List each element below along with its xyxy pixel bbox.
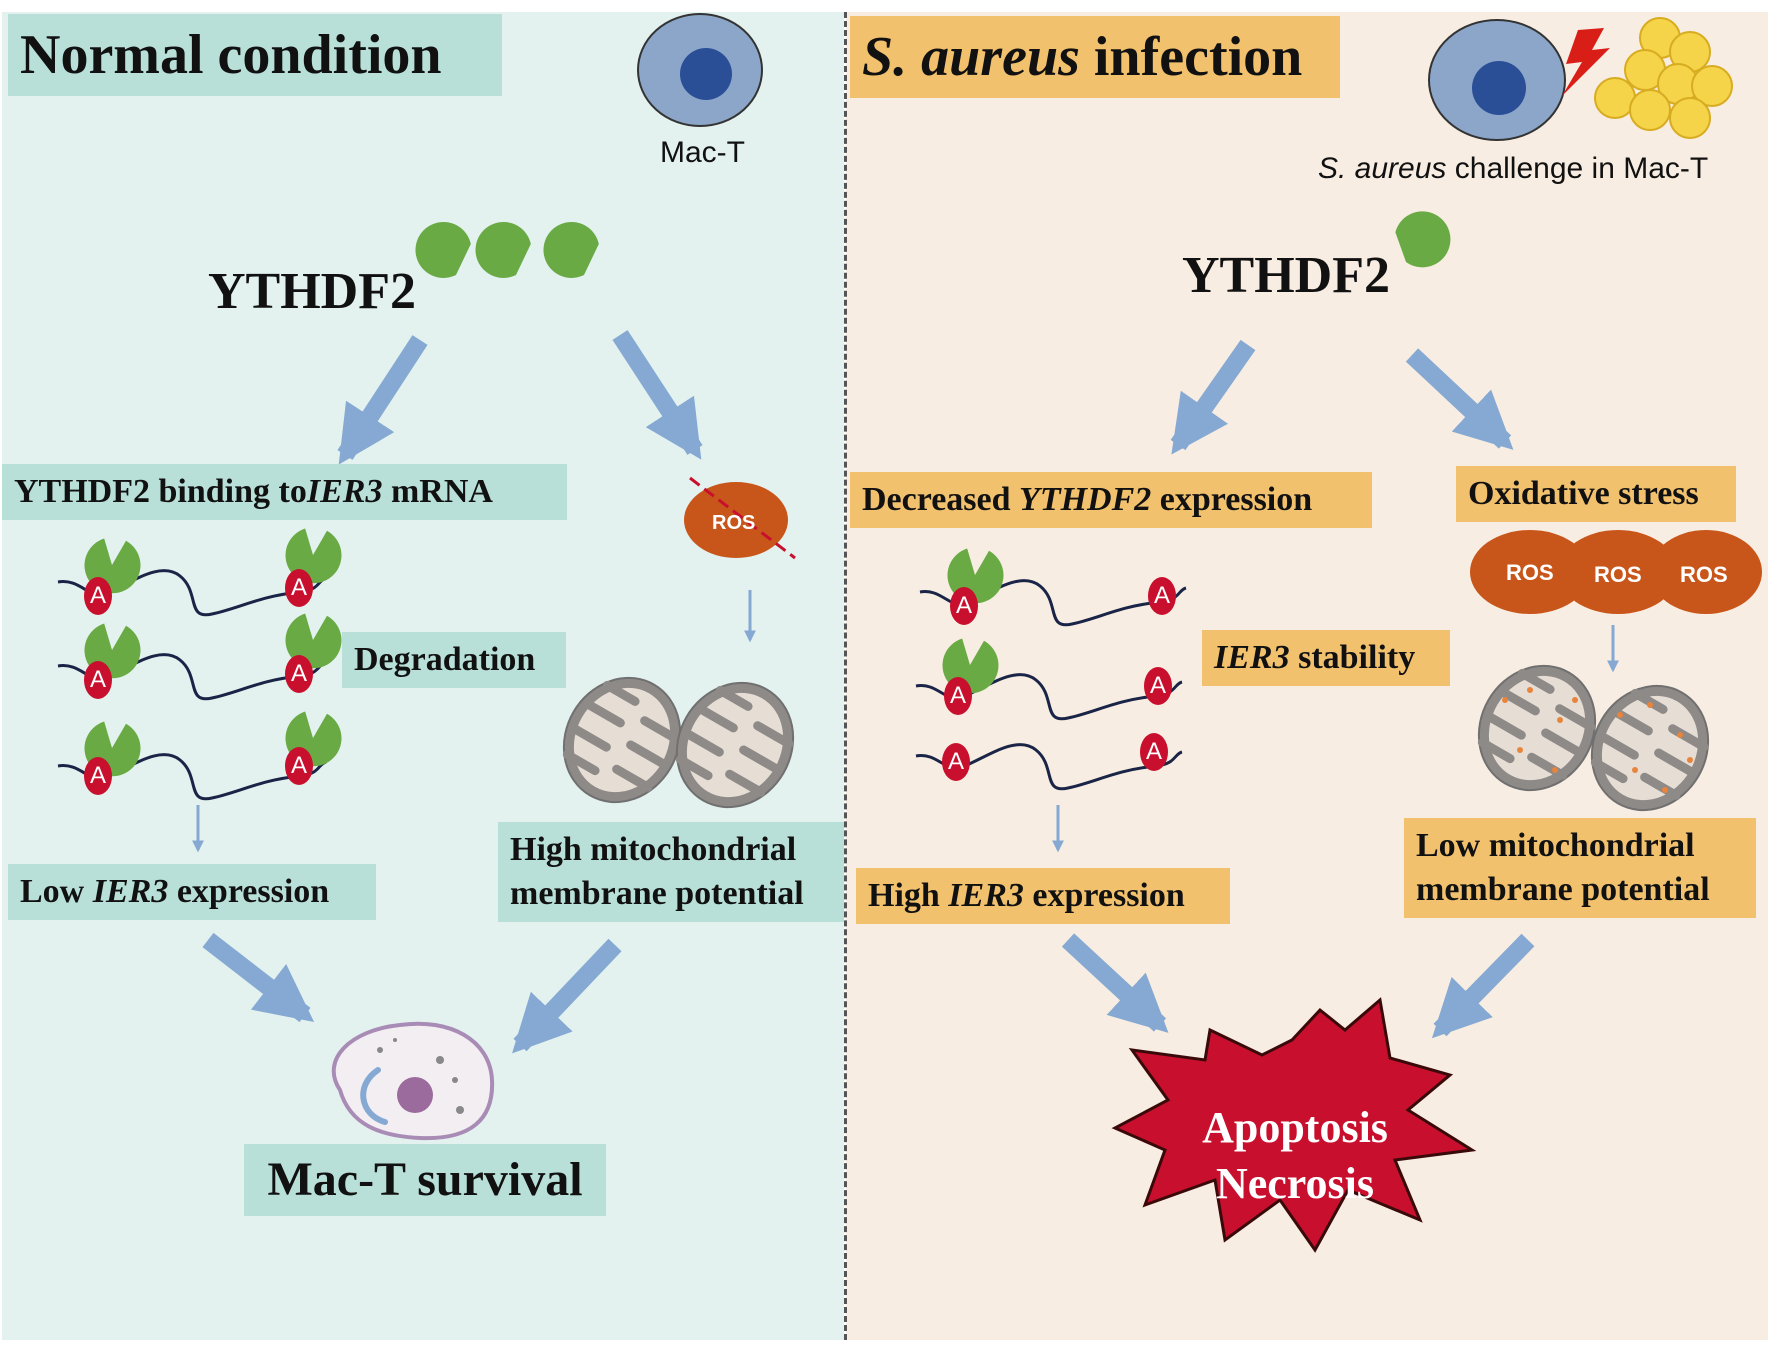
adenosine-letter: A: [290, 660, 307, 687]
mac-t-cell-icon: [637, 13, 763, 127]
low-mito-potential-label: Low mitochondrial membrane potential: [1404, 818, 1756, 918]
adenosine-letter: A: [1149, 672, 1166, 699]
decreased-pre: Decreased: [862, 481, 1020, 518]
decreased-ythdf2-label: Decreased YTHDF2 expression: [850, 472, 1372, 528]
adenosine-marks-left: [84, 569, 313, 795]
high-ier3-expression-label: High IER3 expression: [856, 868, 1230, 924]
adenosine-letter: A: [290, 574, 307, 601]
infection-title: S. aureus infection: [850, 16, 1340, 98]
left-arrows: [192, 330, 756, 1054]
necrosis-text: Necrosis: [1215, 1159, 1375, 1208]
ythdf2-label-right: YTHDF2: [1182, 247, 1390, 304]
panel-divider: [844, 12, 847, 1340]
adenosine-letter: A: [947, 748, 964, 775]
stability-gene: IER3: [1214, 639, 1290, 676]
adenosine-letter: A: [955, 592, 972, 619]
decreased-post: expression: [1151, 481, 1313, 518]
challenge-label: S. aureus challenge in Mac-T: [1318, 152, 1708, 186]
right-arrows: [1052, 339, 1619, 1039]
adenosine-letter: A: [89, 666, 106, 693]
lightning-bolt-icon: [1562, 28, 1610, 96]
surviving-cell-icon: [331, 1021, 495, 1141]
binding-gene: IER3: [306, 473, 383, 510]
high-gene: IER3: [948, 877, 1024, 914]
binding-post: mRNA: [382, 473, 493, 510]
ros-crossed-icon: [684, 476, 796, 560]
ros-crossed-label: ROS: [712, 512, 756, 534]
high-mito-line1: High mitochondrial: [510, 831, 797, 868]
degradation-text: Degradation: [354, 641, 536, 678]
apoptosis-necrosis-label: Apoptosis Necrosis: [1170, 1100, 1420, 1212]
ros-label-2: ROS: [1594, 562, 1642, 587]
mac-t-survival-label: Mac-T survival: [244, 1144, 606, 1216]
adenosine-letter: A: [1153, 582, 1170, 609]
adenosine-letter: A: [949, 682, 966, 709]
low-mito-line1: Low mitochondrial: [1416, 827, 1695, 864]
mac-t-label: Mac-T: [660, 136, 745, 169]
oxidative-stress-text: Oxidative stress: [1468, 475, 1699, 512]
ythdf2-protein-icons: [415, 221, 599, 278]
low-ier3-expression-label: Low IER3 expression: [8, 864, 376, 920]
high-post: expression: [1023, 877, 1185, 914]
mitochondria-left: [542, 657, 816, 829]
ros-label-3: ROS: [1680, 562, 1728, 587]
adenosine-letter: A: [89, 762, 106, 789]
adenosine-letter: A: [1145, 738, 1162, 765]
low-mito-line2: membrane potential: [1416, 871, 1710, 908]
high-mito-potential-label: High mitochondrial membrane potential: [498, 822, 844, 922]
high-mito-line2: membrane potential: [510, 875, 804, 912]
degradation-label: Degradation: [342, 632, 566, 688]
infection-title-post: infection: [1079, 26, 1303, 88]
challenge-post: challenge in Mac-T: [1446, 152, 1709, 185]
apoptosis-starburst: [1111, 997, 1477, 1253]
apoptosis-text: Apoptosis: [1202, 1103, 1388, 1152]
ythdf2-label-left: YTHDF2: [208, 263, 416, 320]
adenosine-marks-right: [942, 577, 1176, 781]
ros-label-1: ROS: [1506, 560, 1554, 585]
low-gene: IER3: [92, 873, 169, 910]
mitochondria-right: [1457, 645, 1731, 832]
ier3-stability-label: IER3 stability: [1202, 630, 1450, 686]
low-post: expression: [168, 873, 330, 910]
oxidative-stress-label: Oxidative stress: [1456, 466, 1736, 522]
ythdf2-bound-left: [74, 517, 352, 787]
decreased-gene: YTHDF2: [1019, 481, 1152, 518]
adenosine-letter: A: [290, 752, 307, 779]
ros-cluster: [1470, 530, 1762, 614]
infected-cell-icon: [1428, 19, 1566, 141]
binding-pre: YTHDF2 binding to: [14, 473, 307, 510]
low-pre: Low: [20, 873, 93, 910]
normal-condition-title: Normal condition: [8, 14, 502, 96]
ythdf2-protein-icon-right: [1395, 211, 1451, 268]
infection-title-species: S. aureus: [862, 26, 1080, 88]
high-pre: High: [868, 877, 949, 914]
challenge-species: S. aureus: [1318, 152, 1447, 185]
ythdf2-binding-label: YTHDF2 binding to IER3 mRNA: [2, 464, 567, 520]
adenosine-letter: A: [89, 582, 106, 609]
stability-post: stability: [1289, 639, 1416, 676]
normal-condition-title-text: Normal condition: [20, 24, 442, 86]
mac-t-survival-text: Mac-T survival: [267, 1153, 583, 1206]
bacteria-icon: [1594, 17, 1733, 139]
